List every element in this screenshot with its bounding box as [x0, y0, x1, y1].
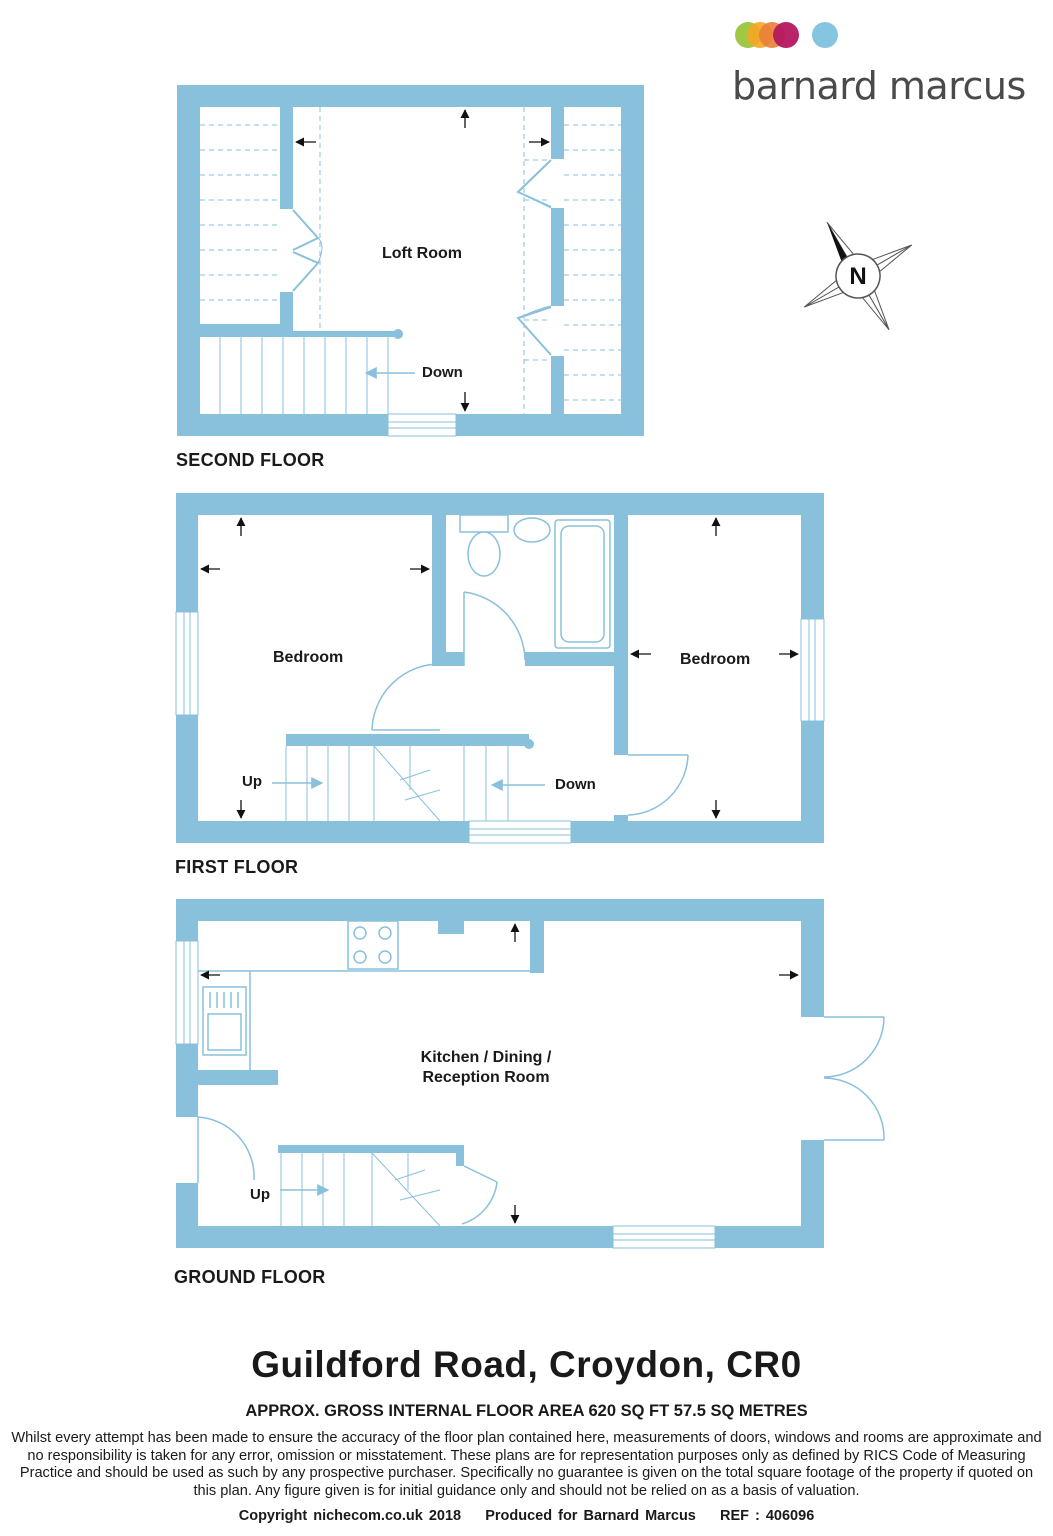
room-label-bedroom-left: Bedroom: [273, 649, 344, 666]
measurement-arrows: [200, 923, 799, 1224]
second-floor-plan: [177, 85, 644, 437]
stair-rail: [278, 1145, 464, 1153]
window: [175, 940, 199, 1045]
first-floor-plan: [175, 493, 825, 844]
compass-letter: N: [849, 263, 866, 290]
sink-icon: [202, 986, 247, 1056]
wall: [715, 1226, 824, 1248]
room-label-loft: Loft Room: [382, 245, 462, 262]
floor-label-second: SECOND FLOOR: [176, 450, 325, 470]
ground-floor-plan: [175, 899, 885, 1249]
toilet-icon: [467, 531, 501, 577]
partition-wall: [614, 815, 628, 823]
door-swings: [371, 591, 689, 816]
stair-label-down: Down: [555, 776, 596, 793]
copyright-footer: Copyright nichecom.co.uk 2018 Produced f…: [238, 1508, 815, 1524]
partition-wall: [525, 652, 617, 666]
wall: [176, 493, 824, 515]
cistern: [459, 514, 509, 533]
floor-label-first: FIRST FLOOR: [175, 857, 299, 877]
stair-label-up: Up: [250, 1186, 270, 1203]
chimney-breast: [438, 921, 464, 934]
partition-wall: [456, 1145, 464, 1166]
eaves-lines: [200, 107, 621, 414]
window: [468, 820, 572, 844]
partition-wall: [198, 1070, 278, 1085]
wall: [177, 85, 200, 436]
partition-wall: [530, 921, 544, 973]
door-swings: [197, 1016, 885, 1225]
window: [800, 618, 825, 722]
wall: [176, 1183, 198, 1248]
partition-wall: [432, 652, 464, 666]
kitchen-worktop: [198, 970, 530, 1070]
partition-wall: [614, 515, 628, 755]
stair-label-up: Up: [242, 773, 262, 790]
room-label-bedroom-right: Bedroom: [680, 651, 751, 668]
wall: [621, 85, 644, 436]
brand-dots-icon: [735, 22, 838, 48]
measurement-arrows: [200, 517, 799, 819]
stair-label-down: Down: [422, 364, 463, 381]
partition-wall: [200, 324, 280, 332]
wall: [177, 85, 644, 107]
wall: [801, 1140, 824, 1248]
measurement-arrows: [295, 109, 550, 412]
newel-post: [524, 739, 534, 749]
partition-wall: [280, 292, 293, 332]
room-label-kitchen-line1: Kitchen / Dining /: [420, 1049, 552, 1066]
wall: [177, 414, 388, 436]
wall: [456, 414, 644, 436]
room-label-kitchen: Kitchen / Dining / Reception Room: [386, 1048, 586, 1088]
floor-area: APPROX. GROSS INTERNAL FLOOR AREA 620 SQ…: [245, 1402, 808, 1420]
window: [387, 413, 457, 437]
stair-rail: [200, 331, 398, 337]
bathroom-fixtures: [459, 514, 611, 649]
stair-rail: [286, 734, 529, 746]
brand-dot: [812, 22, 838, 48]
partition-wall: [432, 515, 446, 666]
staircase: [219, 337, 389, 414]
partition-wall: [280, 107, 293, 209]
wall: [176, 821, 469, 843]
room-label-kitchen-line2: Reception Room: [422, 1069, 550, 1086]
floor-label-ground: GROUND FLOOR: [174, 1267, 326, 1287]
window: [175, 611, 199, 716]
hob-icon: [347, 920, 399, 970]
brand-name: barnard marcus: [732, 64, 1026, 108]
north-compass-icon: N: [803, 221, 913, 331]
disclaimer-text: Whilst every attempt has been made to en…: [11, 1430, 1042, 1499]
newel-post: [393, 329, 403, 339]
partition-wall: [551, 356, 564, 414]
wall: [176, 899, 824, 921]
wall: [571, 821, 824, 843]
basin-icon: [513, 517, 551, 543]
brand-dot: [773, 22, 799, 48]
partition-wall: [551, 208, 564, 306]
partition-wall: [551, 107, 564, 159]
wall: [801, 899, 824, 1017]
property-address: Guildford Road, Croydon, CR0: [251, 1344, 802, 1385]
wall: [176, 1226, 613, 1248]
brand-logo: barnard marcus: [728, 18, 1038, 108]
window: [612, 1225, 716, 1249]
cupboard-doors: [292, 159, 552, 356]
